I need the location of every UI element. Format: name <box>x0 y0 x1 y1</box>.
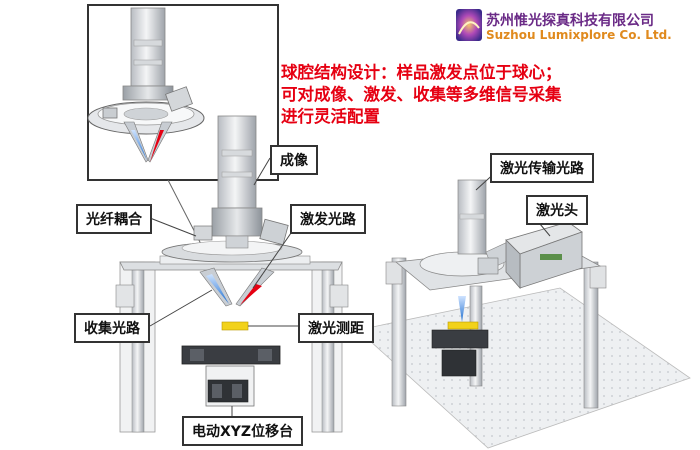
label-excitation-path: 激发光路 <box>290 204 366 234</box>
label-collection-path: 收集光路 <box>74 313 150 343</box>
label-laser-transmission: 激光传输光路 <box>490 153 594 183</box>
company-name-en: Suzhou Lumixplore Co. Ltd. <box>486 28 672 42</box>
laser-device <box>357 169 691 449</box>
label-xyz-stage: 电动XYZ位移台 <box>182 416 304 446</box>
label-laser-ranging: 激光测距 <box>298 313 374 343</box>
label-fiber-coupling: 光纤耦合 <box>76 204 152 234</box>
main-device <box>115 115 349 433</box>
label-laser-head: 激光头 <box>526 195 588 225</box>
label-imaging: 成像 <box>270 145 318 175</box>
company-logo <box>456 9 482 41</box>
company-name-cn: 苏州惟光探真科技有限公司 <box>486 13 654 29</box>
headline: 球腔结构设计：样品激发点位于球心；可对成像、激发、收集等多维信号采集进行灵活配置 <box>281 63 562 126</box>
